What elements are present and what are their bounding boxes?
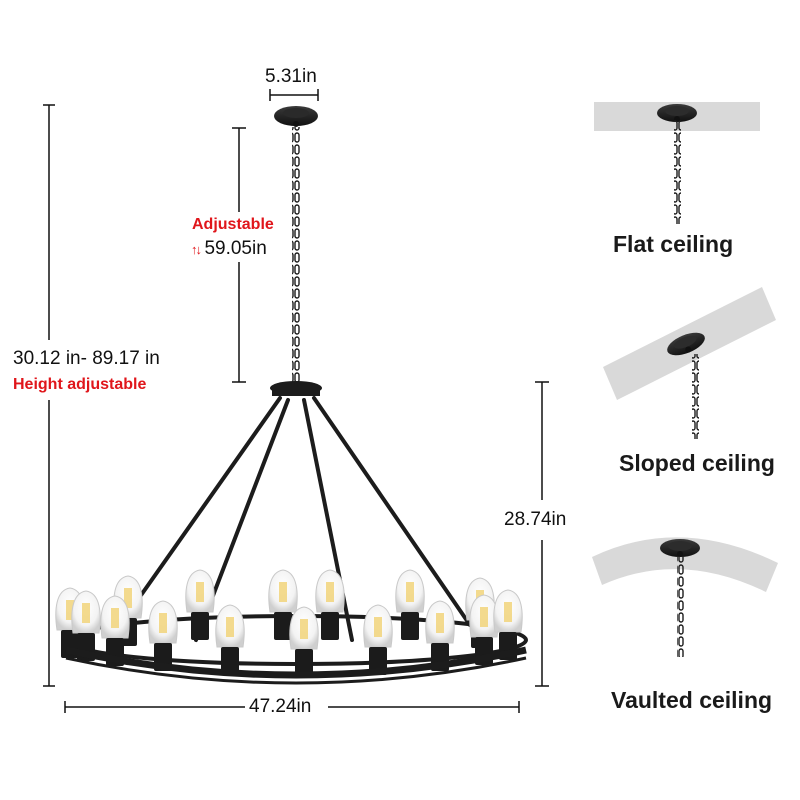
flat-ceiling-illustration [594, 102, 760, 224]
fixture-diameter-label: 47.24in [249, 696, 312, 717]
overall-height-label: 30.12 in- 89.17 in [13, 348, 160, 369]
center-hub [270, 381, 322, 396]
sloped-ceiling-label: Sloped ceiling [619, 450, 775, 476]
vaulted-ceiling-label: Vaulted ceiling [611, 687, 773, 713]
flat-ceiling-label: Flat ceiling [613, 231, 734, 257]
sloped-ceiling-illustration [603, 287, 776, 439]
ring-front [65, 646, 527, 679]
overall-height-dimension [43, 104, 55, 687]
fixture-height-dimension [535, 381, 549, 687]
vaulted-ceiling-illustration [592, 537, 778, 657]
chain-length-row: ↑↓ 59.05in [191, 238, 267, 260]
chain-length-label: 59.05in [204, 238, 267, 259]
diameter-dimension [64, 701, 520, 713]
chain-length-dimension [232, 127, 246, 383]
canopy-width-label: 5.31in [265, 66, 317, 87]
chain-adjustable-label: Adjustable [192, 216, 274, 233]
fixture-height-label: 28.74in [504, 509, 567, 530]
canopy-width-dimension [269, 89, 319, 101]
chain [292, 127, 300, 382]
up-down-arrows-icon: ↑↓ [191, 242, 202, 257]
height-adjustable-note: Height adjustable [13, 376, 147, 393]
ceiling-canopy [274, 106, 318, 127]
